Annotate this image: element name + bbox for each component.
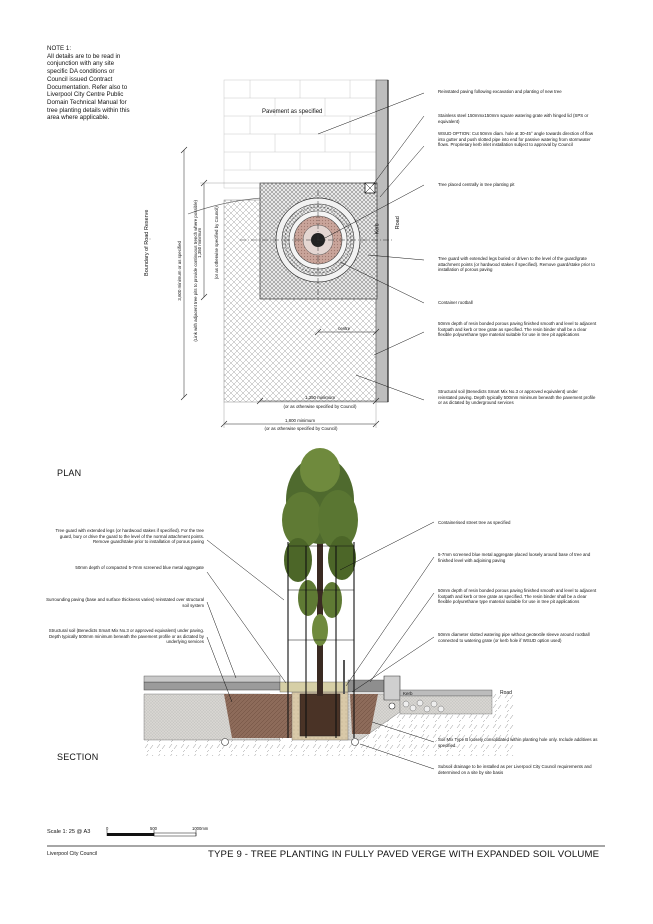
plan-callout: Reinstated paving following excavation a… xyxy=(438,89,562,94)
section-right-callout: 50mm depth of resin bonded porous paving… xyxy=(438,588,597,605)
section-kerb-label: Kerb xyxy=(403,691,413,696)
section-right-callout: 50mm diameter slotted watering pipe with… xyxy=(438,632,590,643)
note-line: NOTE 1: xyxy=(47,45,72,52)
section-view xyxy=(143,448,516,770)
plan-callout: Container rootball xyxy=(438,300,473,305)
council-name: Liverpool City Council xyxy=(47,851,98,857)
plan-callout: Tree placed centrally in tree planting p… xyxy=(438,182,515,187)
note-line: conjunction with any site xyxy=(47,60,115,68)
section-heading: SECTION xyxy=(57,752,99,762)
note-line: tree planting details within this xyxy=(47,106,130,114)
plan-view xyxy=(149,79,425,428)
dim-1350-h-label: 1,350 minimum xyxy=(304,395,335,400)
plan-callout: Structural soil (Benedicts Smart Mix No.… xyxy=(438,389,596,406)
section-porous-paving xyxy=(347,679,385,693)
scale-label: Scale 1: 25 @ A3 xyxy=(47,829,91,835)
dim-1350-h-sub: (or as otherwise specified by Council) xyxy=(283,404,357,409)
section-right-callout: Containerised street tree as specified xyxy=(438,520,511,525)
dim-3600-label: 3,600 minimum or as specified xyxy=(177,241,183,301)
dim-centre-label: centre xyxy=(338,326,351,331)
plan-callout: 50mm depth of resin bonded porous paving… xyxy=(438,321,597,338)
section-paving-left xyxy=(143,681,281,691)
note-line: Documentation. Refer also to xyxy=(47,83,128,91)
plan-callout: Stainless steel 150mmx150mm square water… xyxy=(438,113,589,124)
plan-heading: PLAN xyxy=(57,468,82,478)
section-left-callout: 50mm depth of compacted 5-7mm screened b… xyxy=(75,565,204,570)
dim-1800-sub: (or as otherwise specified by Council) xyxy=(264,426,338,431)
section-left-callout: Surrounding paving (base and surface thi… xyxy=(46,597,204,608)
note-line: Council issued Contract xyxy=(47,75,113,83)
plan-callout: Tree guard with extended legs buried or … xyxy=(438,256,595,273)
plan-callout: WSUD OPTION: Cut 50mm diam. hole at 30-4… xyxy=(438,131,594,148)
dim-1350-v-sub: (or as otherwise specified by Council) xyxy=(214,206,220,280)
section-leaders xyxy=(206,521,435,770)
dim-1800-label: 1,800 minimum xyxy=(284,418,315,423)
section-left-callout: Structural soil (Benedicts Smart Mix No.… xyxy=(48,628,204,645)
scale-tick-label: 500 xyxy=(150,826,157,831)
scale-tick-label: 1000mm xyxy=(192,826,209,831)
pavement-label: Pavement as specified xyxy=(262,109,323,115)
plan-road-label: Road xyxy=(394,216,401,230)
subsoil-drain-right xyxy=(351,738,359,746)
note-line: specific DA conditions or xyxy=(47,68,115,76)
note-line: Liverpool City Centre Public xyxy=(47,91,124,99)
kerb-strip xyxy=(375,79,389,403)
section-tree-canopy xyxy=(282,448,358,646)
existing-pavers xyxy=(223,79,377,189)
section-right-callout: Subsoil drainage to be installed as per … xyxy=(438,764,592,775)
section-gravel xyxy=(402,699,445,713)
boundary-label: Boundary of Road Reserve xyxy=(144,209,151,276)
drawing-title: TYPE 9 - TREE PLANTING IN FULLY PAVED VE… xyxy=(208,849,600,860)
plan-leaders xyxy=(317,92,425,401)
note-line: area where applicable. xyxy=(47,114,110,122)
section-rootball xyxy=(299,693,341,737)
plan-kerb-label: Kerb xyxy=(374,223,381,235)
scale-tick-label: 0 xyxy=(106,826,109,831)
section-right-callout: 5-7mm screened blue metal aggregate plac… xyxy=(438,552,591,563)
note-line: Domain Technical Manual for xyxy=(47,98,127,106)
section-blue-metal xyxy=(279,681,351,693)
subsoil-drain-left xyxy=(221,738,229,746)
soil-mix-b xyxy=(224,694,296,738)
dim-1350-v-label: 1,350 minimum xyxy=(197,227,203,258)
section-trunk xyxy=(317,520,323,696)
section-road-label: Road xyxy=(500,690,512,696)
section-kerb xyxy=(383,675,401,701)
section-right-callout: Soil Mix Type B loosely consolidated wit… xyxy=(438,737,598,748)
note-line: All details are to be read in xyxy=(47,52,121,60)
scale-bar xyxy=(106,830,197,837)
general-note: NOTE 1: All details are to be read in co… xyxy=(47,45,187,122)
section-left-callout: Tree guard with extended legs (or hardwo… xyxy=(55,528,204,545)
